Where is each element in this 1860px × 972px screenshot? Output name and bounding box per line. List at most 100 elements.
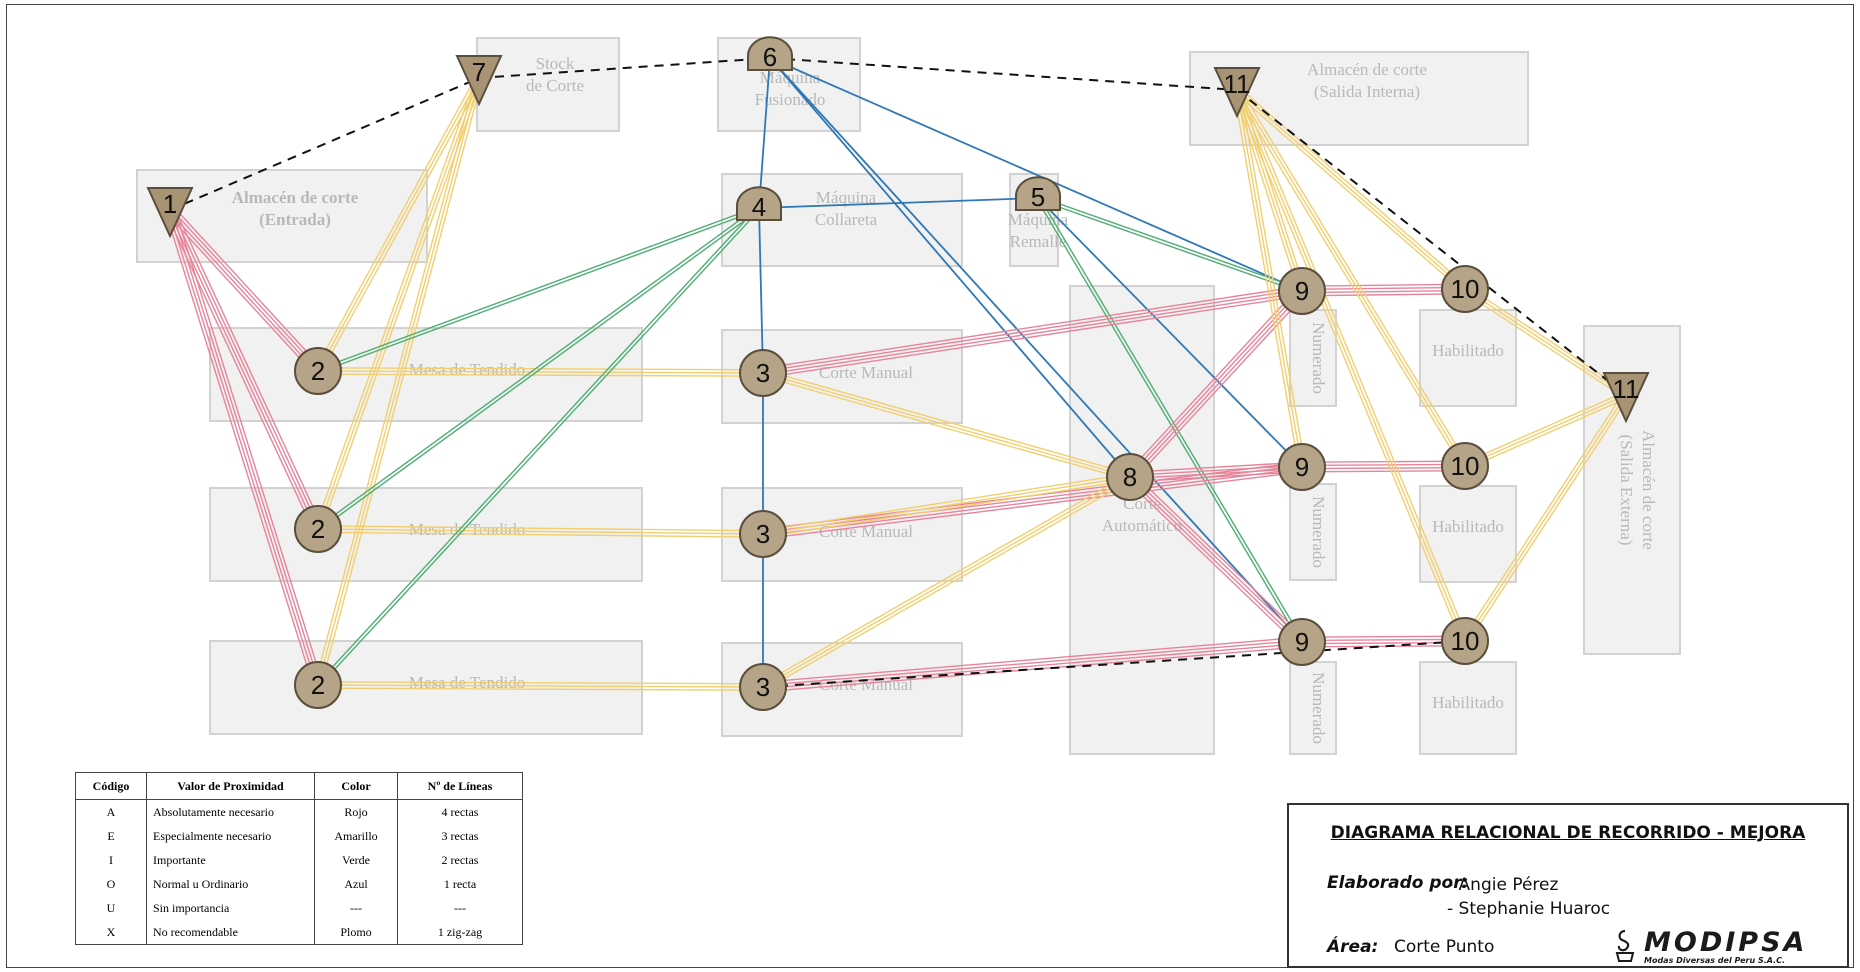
relation-line-a bbox=[1130, 467, 1303, 480]
node-label: 3 bbox=[756, 672, 770, 702]
relation-n11a-n11b bbox=[1236, 89, 1627, 396]
legend-value: Sin importancia bbox=[146, 896, 315, 920]
relation-n11a-n10b bbox=[1233, 87, 1469, 469]
relation-n3c-n10c bbox=[762, 640, 1466, 688]
relation-n10b-n11b bbox=[1463, 391, 1628, 470]
logo-icon bbox=[1615, 929, 1635, 962]
relation-line-e bbox=[317, 77, 480, 372]
relation-line-a bbox=[763, 471, 1303, 540]
relation-line-e bbox=[1236, 89, 1466, 467]
relation-n9a-n10a bbox=[1301, 283, 1466, 297]
area-label: Corte Manual bbox=[819, 363, 913, 382]
relation-line-x bbox=[1236, 89, 1627, 396]
area-num2: Numerado bbox=[1289, 483, 1337, 581]
legend-code: A bbox=[75, 799, 147, 824]
node-label: 9 bbox=[1295, 452, 1309, 482]
relation-line-a bbox=[170, 209, 321, 685]
node-n3a-circle: 3 bbox=[739, 349, 787, 397]
relation-line-a bbox=[165, 212, 315, 375]
area-label: Corte Manual bbox=[819, 675, 913, 694]
relation-line-e bbox=[762, 476, 1131, 688]
relation-line-e bbox=[1239, 89, 1306, 467]
relation-line-e bbox=[1239, 88, 1469, 641]
relation-line-e bbox=[1462, 291, 1625, 399]
relation-line-a bbox=[763, 291, 1303, 376]
node-n10a-circle: 10 bbox=[1441, 265, 1489, 313]
relation-line-i bbox=[1038, 196, 1304, 642]
elaborado-label: Elaborado por: bbox=[1327, 873, 1469, 893]
node-n9b-circle: 9 bbox=[1278, 443, 1326, 491]
relation-line-a bbox=[1302, 293, 1466, 297]
relation-line-e bbox=[1234, 91, 1464, 292]
relation-line-e bbox=[1464, 394, 1627, 642]
delay-shape bbox=[747, 36, 793, 71]
relation-line-a bbox=[170, 208, 320, 371]
legend-code: O bbox=[75, 872, 147, 896]
author-name: - Stephanie Huaroc bbox=[1447, 899, 1611, 919]
node-label: 1 bbox=[163, 189, 177, 219]
legend-lines: --- bbox=[397, 896, 523, 920]
area-label: Mesa de Tendido bbox=[409, 360, 526, 379]
relation-n8-n9b bbox=[1129, 461, 1303, 483]
area-num1: Numerado bbox=[1289, 309, 1337, 407]
relation-line-e bbox=[1461, 392, 1624, 640]
node-label: 3 bbox=[756, 519, 770, 549]
relation-line-e bbox=[314, 77, 477, 685]
area-box bbox=[1419, 661, 1517, 755]
storage-triangle bbox=[146, 187, 194, 239]
relation-n3c-n9c bbox=[762, 636, 1303, 693]
relation-line-e bbox=[317, 370, 764, 374]
relation-line-e bbox=[761, 375, 1130, 481]
relation-line-o bbox=[769, 57, 1303, 643]
area-label: Numerado bbox=[1309, 322, 1328, 394]
node-label: 2 bbox=[311, 670, 325, 700]
relation-line-e bbox=[1236, 89, 1303, 468]
legend-lines: 1 zig-zag bbox=[397, 920, 523, 945]
node-label: 6 bbox=[763, 42, 777, 72]
relation-line-a bbox=[168, 210, 318, 373]
logo-tagline: Modas Diversas del Peru S.A.C. bbox=[1644, 956, 1786, 965]
operation-circle bbox=[1278, 443, 1326, 491]
operation-circle bbox=[1441, 265, 1489, 313]
legend-lines: 4 rectas bbox=[397, 799, 523, 824]
relation-line-i bbox=[318, 208, 761, 687]
relation-line-a bbox=[1301, 286, 1465, 291]
relation-line-e bbox=[763, 369, 1132, 475]
node-label: 10 bbox=[1451, 451, 1480, 481]
area-label: Almacén de corte(Entrada) bbox=[232, 188, 359, 229]
relation-line-a bbox=[1128, 289, 1302, 477]
relation-line-a bbox=[1301, 463, 1465, 467]
storage-triangle bbox=[1602, 372, 1650, 424]
relation-n6-n9a bbox=[769, 57, 1303, 292]
node-n10c-circle: 10 bbox=[1441, 617, 1489, 665]
relation-line-a bbox=[1129, 461, 1302, 473]
node-n4-dshape: 4 bbox=[736, 186, 782, 222]
relation-line-e bbox=[1233, 91, 1463, 469]
relation-line-i bbox=[1037, 198, 1302, 294]
relation-line-a bbox=[173, 206, 323, 369]
node-label: 11 bbox=[1613, 374, 1640, 404]
relation-line-e bbox=[762, 476, 1131, 535]
legend-value: Especialmente necesario bbox=[146, 824, 315, 848]
relation-line-a bbox=[165, 211, 315, 532]
node-n1-triangle: 1 bbox=[146, 187, 194, 239]
relation-n10c-n11b bbox=[1461, 392, 1630, 644]
relation-n3a-n9a bbox=[762, 285, 1303, 379]
relation-line-e bbox=[763, 479, 1131, 538]
node-label: 2 bbox=[311, 356, 325, 386]
operation-circle bbox=[294, 661, 342, 709]
relation-line-a bbox=[1301, 283, 1465, 287]
relation-line-a bbox=[1301, 460, 1465, 463]
relation-n7-n2b bbox=[314, 76, 483, 531]
relation-n5-n9b bbox=[1037, 197, 1303, 468]
relation-line-a bbox=[1301, 638, 1465, 642]
relation-line-e bbox=[317, 77, 480, 686]
relation-line-e bbox=[317, 373, 763, 377]
relation-n6-n8 bbox=[769, 57, 1131, 478]
node-label: 5 bbox=[1031, 182, 1045, 212]
storage-triangle bbox=[455, 55, 503, 107]
relation-n7-n2c bbox=[314, 77, 483, 686]
